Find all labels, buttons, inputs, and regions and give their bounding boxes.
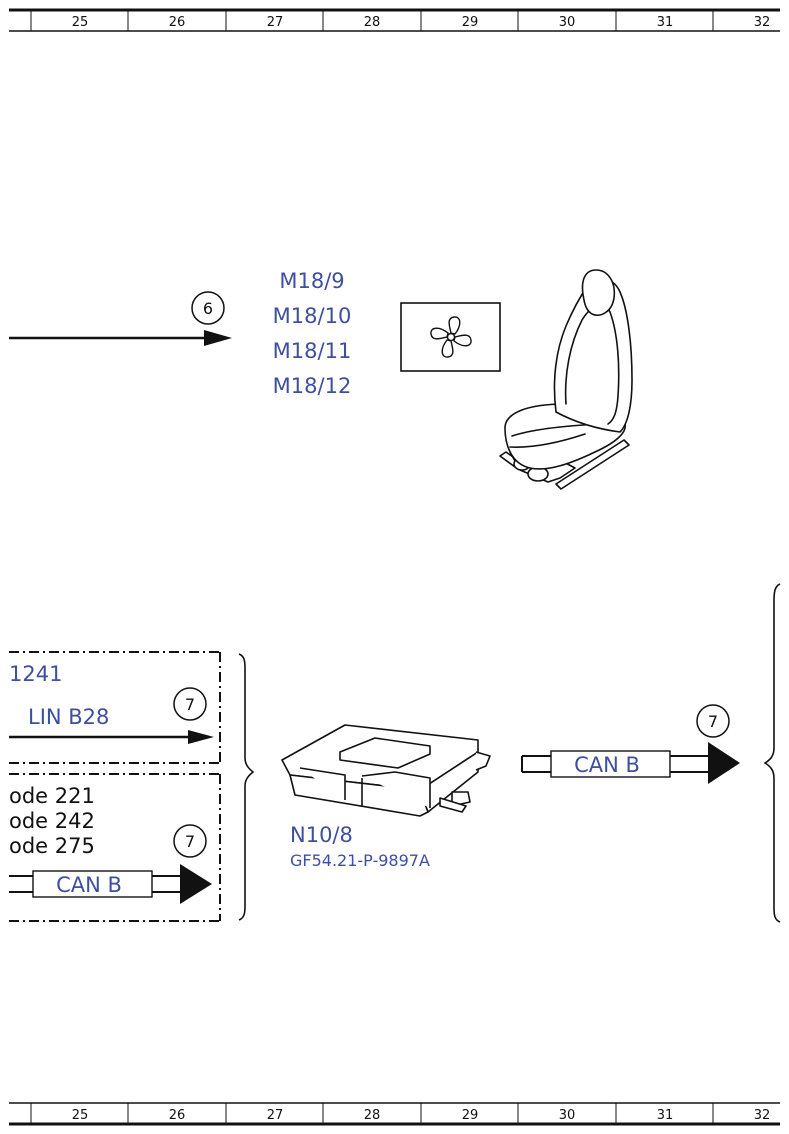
ruler-col-27: 27 — [267, 1108, 284, 1123]
seat-icon — [499, 269, 633, 490]
ruler-col-30: 30 — [559, 15, 576, 30]
can-left-label: CAN B — [56, 873, 122, 897]
motor-label-1: M18/9 — [279, 269, 344, 293]
ruler-col-25: 25 — [72, 15, 89, 30]
ruler-col-29: 29 — [462, 15, 479, 30]
left-signal-boxes — [9, 651, 221, 922]
code-line-2: ode 242 — [9, 809, 95, 833]
ruler-col-32: 32 — [754, 15, 771, 30]
ruler-col-31: 31 — [657, 1108, 674, 1123]
ruler-col-31: 31 — [657, 15, 674, 30]
signal-arrow-6: 6 — [9, 291, 232, 346]
reference-label: GF54.21-P-9897A — [290, 851, 430, 870]
ruler-col-25: 25 — [72, 1108, 89, 1123]
motor-labels: M18/9 M18/10 M18/11 M18/12 — [273, 269, 352, 398]
right-brace — [763, 583, 781, 923]
ruler-col-28: 28 — [364, 1108, 381, 1123]
can-bus-left: CAN B 7 — [9, 824, 212, 904]
ruler-col-27: 27 — [267, 15, 284, 30]
ruler-col-32: 32 — [754, 1108, 771, 1123]
callout-7-lower: 7 — [185, 832, 195, 851]
code-line-1: ode 221 — [9, 784, 95, 808]
left-code-top: 1241 — [9, 662, 62, 686]
control-unit-icon — [281, 724, 491, 817]
motor-label-3: M18/11 — [273, 339, 352, 363]
ruler-col-26: 26 — [169, 1108, 186, 1123]
lin-label: LIN B28 — [28, 705, 109, 729]
can-bus-right: CAN B 7 — [521, 704, 740, 784]
ruler-col-28: 28 — [364, 15, 381, 30]
ruler-col-26: 26 — [169, 15, 186, 30]
lin-arrow: 7 — [9, 687, 214, 744]
code-line-3: ode 275 — [9, 834, 95, 858]
callout-7-right: 7 — [708, 712, 718, 731]
callout-6: 6 — [203, 299, 213, 318]
ruler-col-30: 30 — [559, 1108, 576, 1123]
can-right-label: CAN B — [574, 753, 640, 777]
bottom-ruler: 25 26 27 28 29 30 31 32 — [9, 1102, 780, 1126]
motor-label-4: M18/12 — [273, 374, 352, 398]
left-brace — [238, 653, 255, 921]
ruler-col-29: 29 — [462, 1108, 479, 1123]
callout-7: 7 — [185, 695, 195, 714]
motor-label-2: M18/10 — [273, 304, 352, 328]
fan-icon — [400, 302, 501, 372]
top-ruler: 25 26 27 28 29 30 31 32 — [9, 8, 780, 32]
module-label: N10/8 — [290, 823, 353, 847]
